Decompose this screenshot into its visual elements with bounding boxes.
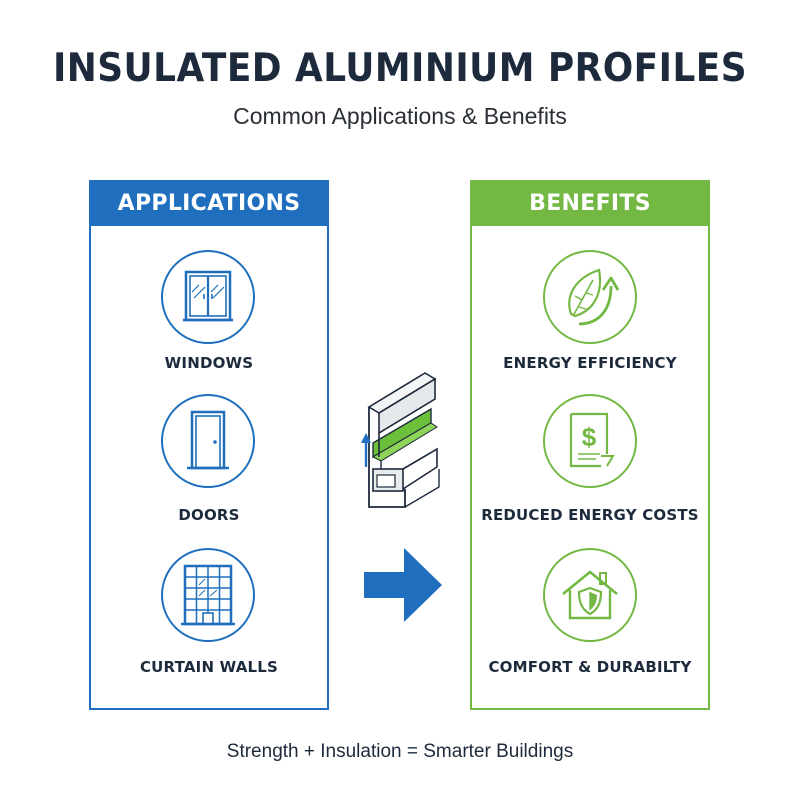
- window-icon: [161, 250, 255, 344]
- applications-panel: APPLICATIONS WINDOWS: [89, 180, 329, 710]
- page-title: INSULATED ALUMINIUM PROFILES: [52, 46, 748, 91]
- dollar-document-icon: $: [543, 394, 637, 488]
- house-shield-icon: [543, 548, 637, 642]
- footer-tagline: Strength + Insulation = Smarter Building…: [226, 741, 574, 762]
- application-label: DOORS: [178, 506, 240, 524]
- arrow-right-icon: [364, 548, 444, 627]
- aluminium-profile-illustration: [355, 365, 445, 520]
- benefit-label: REDUCED ENERGY COSTS: [481, 506, 699, 524]
- benefits-panel: BENEFITS ENERGY EFFICIENCY $: [470, 180, 710, 710]
- benefits-header: BENEFITS: [472, 182, 708, 226]
- application-label: WINDOWS: [164, 354, 254, 372]
- applications-header: APPLICATIONS: [91, 182, 327, 226]
- benefit-label: COMFORT & DURABILTY: [488, 658, 692, 676]
- page-subtitle: Common Applications & Benefits: [233, 103, 567, 129]
- benefit-label: ENERGY EFFICIENCY: [503, 354, 677, 372]
- svg-text:$: $: [582, 422, 597, 452]
- leaf-arrow-icon: [543, 250, 637, 344]
- door-icon: [161, 394, 255, 488]
- application-label: CURTAIN WALLS: [139, 658, 279, 676]
- building-icon: [161, 548, 255, 642]
